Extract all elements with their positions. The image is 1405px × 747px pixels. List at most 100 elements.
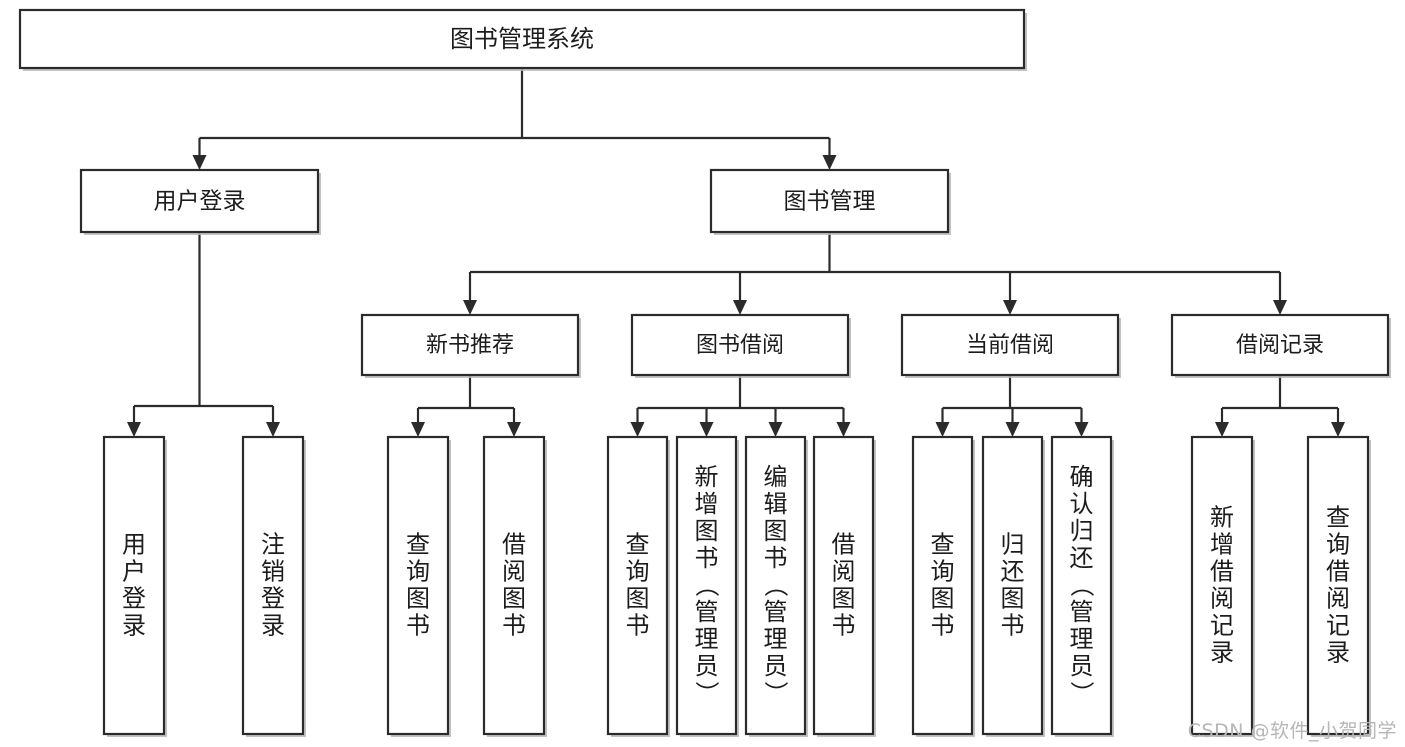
node-box[interactable] [630, 313, 851, 378]
node-label: 当前借阅 [966, 333, 1054, 358]
leaf-label-char: 图 [406, 585, 430, 613]
leaf-label-char: 书 [695, 544, 719, 572]
box-outline [606, 435, 669, 736]
leaf-label-char: 借 [502, 531, 526, 559]
node-box[interactable] [1170, 313, 1391, 378]
leaf-box[interactable] [911, 435, 975, 737]
leaf-box[interactable] [241, 435, 306, 737]
leaf-box[interactable] [482, 435, 547, 737]
node-new-book-recommend[interactable]: 新书推荐 [360, 313, 581, 378]
node-user-login[interactable]: 用户登录 [79, 168, 321, 235]
box-outline [241, 435, 305, 736]
connector-group [192, 68, 837, 170]
node-current-borrow[interactable]: 当前借阅 [900, 313, 1121, 378]
leaf-label-char: 员 [1070, 652, 1094, 680]
leaf-label-char: 借 [832, 531, 856, 559]
leaf-label-char: 员 [695, 652, 719, 680]
arrow-head-icon [733, 300, 747, 315]
leaf-label-char: 登 [122, 585, 146, 613]
leaf-label-char: 询 [931, 558, 955, 586]
node-box[interactable] [900, 313, 1121, 378]
leaf-label-char: （ [693, 573, 721, 597]
root-box[interactable] [18, 8, 1027, 71]
leaf-label-char: 借 [1210, 558, 1234, 586]
leaf-label-char: 增 [695, 490, 719, 518]
leaf-box[interactable] [1050, 435, 1114, 737]
node-label: 用户登录 [154, 189, 246, 215]
arrow-head-icon [768, 422, 783, 437]
leaf-label-char: 销 [261, 558, 285, 586]
leaf-box[interactable] [675, 435, 739, 737]
leaf-box[interactable] [744, 435, 808, 737]
leaf-box[interactable] [812, 435, 876, 737]
leaf-label-char: 书 [1001, 612, 1025, 640]
leaf-box[interactable] [386, 435, 451, 737]
root-label: 图书管理系统 [450, 25, 594, 53]
leaf-label-char: ） [1068, 681, 1096, 705]
leaf-label-char: 查 [626, 531, 650, 559]
arrow-head-icon [1273, 300, 1287, 315]
connector-group [127, 232, 280, 437]
node-label: 借阅记录 [1236, 333, 1324, 358]
leaf-label-char: 录 [261, 612, 285, 640]
box-outline [1170, 313, 1390, 377]
leaf-label-char: 询 [626, 558, 650, 586]
node-box[interactable] [360, 313, 581, 378]
leaf-box[interactable] [606, 435, 670, 737]
node-book-manage[interactable]: 图书管理 [709, 168, 951, 235]
box-outline [630, 313, 850, 377]
node-root-system[interactable]: 图书管理系统 [18, 8, 1027, 71]
box-outline [812, 435, 875, 736]
leaf-label-char: 图 [764, 517, 788, 545]
leaf-label-char: 书 [931, 612, 955, 640]
leaf-label-char: 阅 [1326, 585, 1350, 613]
box-outline [482, 435, 546, 736]
leaf-box[interactable] [1190, 435, 1255, 737]
leaf-label-char: 记 [1210, 612, 1234, 640]
leaf-box[interactable] [1306, 435, 1371, 737]
leaf-label-char: 管 [764, 598, 788, 626]
leaf-vertical-label: 用户登录 [122, 531, 146, 640]
node-label: 图书管理 [784, 189, 876, 215]
leaf-label-char: 询 [1326, 531, 1350, 559]
node-borrow-record[interactable]: 借阅记录 [1170, 313, 1391, 378]
node-leaf-user-login[interactable]: 用户登录 [102, 435, 167, 737]
box-outline [709, 168, 950, 234]
leaf-label-char: 用 [122, 531, 146, 559]
leaf-label-char: 查 [931, 531, 955, 559]
leaf-label-char: 书 [626, 612, 650, 640]
node-box[interactable] [709, 168, 951, 235]
leaf-label-char: 登 [261, 585, 285, 613]
connector-group [1215, 375, 1345, 437]
box-outline [386, 435, 450, 736]
leaf-label-char: ） [762, 681, 790, 705]
node-box[interactable] [79, 168, 321, 235]
leaf-box[interactable] [981, 435, 1045, 737]
node-book-borrow[interactable]: 图书借阅 [630, 313, 851, 378]
leaf-label-char: 理 [695, 625, 719, 653]
arrow-head-icon [266, 422, 280, 437]
arrow-head-icon [1331, 422, 1345, 437]
leaf-label-char: 图 [695, 517, 719, 545]
leaf-box[interactable] [102, 435, 167, 737]
arrow-head-icon [822, 155, 837, 170]
leaf-label-char: 理 [764, 625, 788, 653]
